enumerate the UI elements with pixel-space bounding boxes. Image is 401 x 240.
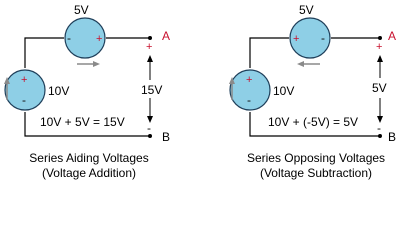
left-terminal-minus: -: [147, 121, 151, 135]
right-side-source-minus: -: [247, 93, 251, 107]
left-top-source-plus: +: [96, 33, 102, 45]
left-node-a: A: [162, 29, 170, 43]
right-circuit: + - 5V + - 10V + A - B 5V 10V + (-5V) = …: [229, 3, 396, 180]
right-top-source-minus: -: [321, 31, 325, 45]
left-caption-line1: Series Aiding Voltages: [29, 151, 148, 165]
left-caption-line2: (Voltage Addition): [42, 166, 136, 180]
left-node-b-dot: [148, 134, 152, 138]
left-side-source-label: 10V: [48, 84, 69, 98]
right-total-label: 5V: [372, 81, 387, 95]
right-wire: [249, 37, 380, 137]
right-node-a-dot: [378, 36, 382, 40]
left-top-source-label: 5V: [74, 3, 89, 17]
left-side-source: [4, 69, 46, 111]
right-node-b-dot: [378, 134, 382, 138]
left-circuit: - + 5V + - 10V + A - B 15V 10V + 5V = 15…: [4, 3, 170, 180]
series-voltage-diagram: - + 5V + - 10V + A - B 15V 10V + 5V = 15…: [4, 3, 396, 180]
right-top-source-label: 5V: [299, 3, 314, 17]
left-top-source-minus: -: [67, 31, 71, 45]
left-wire: [24, 37, 150, 137]
right-caption-line1: Series Opposing Voltages: [247, 151, 385, 165]
left-total-label: 15V: [141, 83, 162, 97]
diagram-canvas: - + 5V + - 10V + A - B 15V 10V + 5V = 15…: [4, 3, 396, 180]
right-node-b: B: [388, 130, 396, 144]
left-node-a-dot: [148, 36, 152, 40]
left-side-source-minus: -: [22, 93, 26, 107]
right-side-source: [229, 69, 271, 111]
left-equation: 10V + 5V = 15V: [40, 115, 125, 129]
left-node-b: B: [162, 130, 170, 144]
left-terminal-plus: +: [146, 41, 152, 53]
right-node-a: A: [388, 29, 396, 43]
right-terminal-plus: +: [376, 41, 382, 53]
right-top-source: [289, 17, 331, 59]
right-side-source-label: 10V: [273, 84, 294, 98]
right-terminal-minus: -: [377, 121, 381, 135]
left-top-source: [64, 17, 106, 59]
right-top-source-plus: +: [293, 33, 299, 45]
right-equation: 10V + (-5V) = 5V: [268, 115, 358, 129]
right-side-source-plus: +: [246, 74, 252, 86]
right-caption-line2: (Voltage Subtraction): [260, 166, 372, 180]
left-side-source-plus: +: [21, 74, 27, 86]
